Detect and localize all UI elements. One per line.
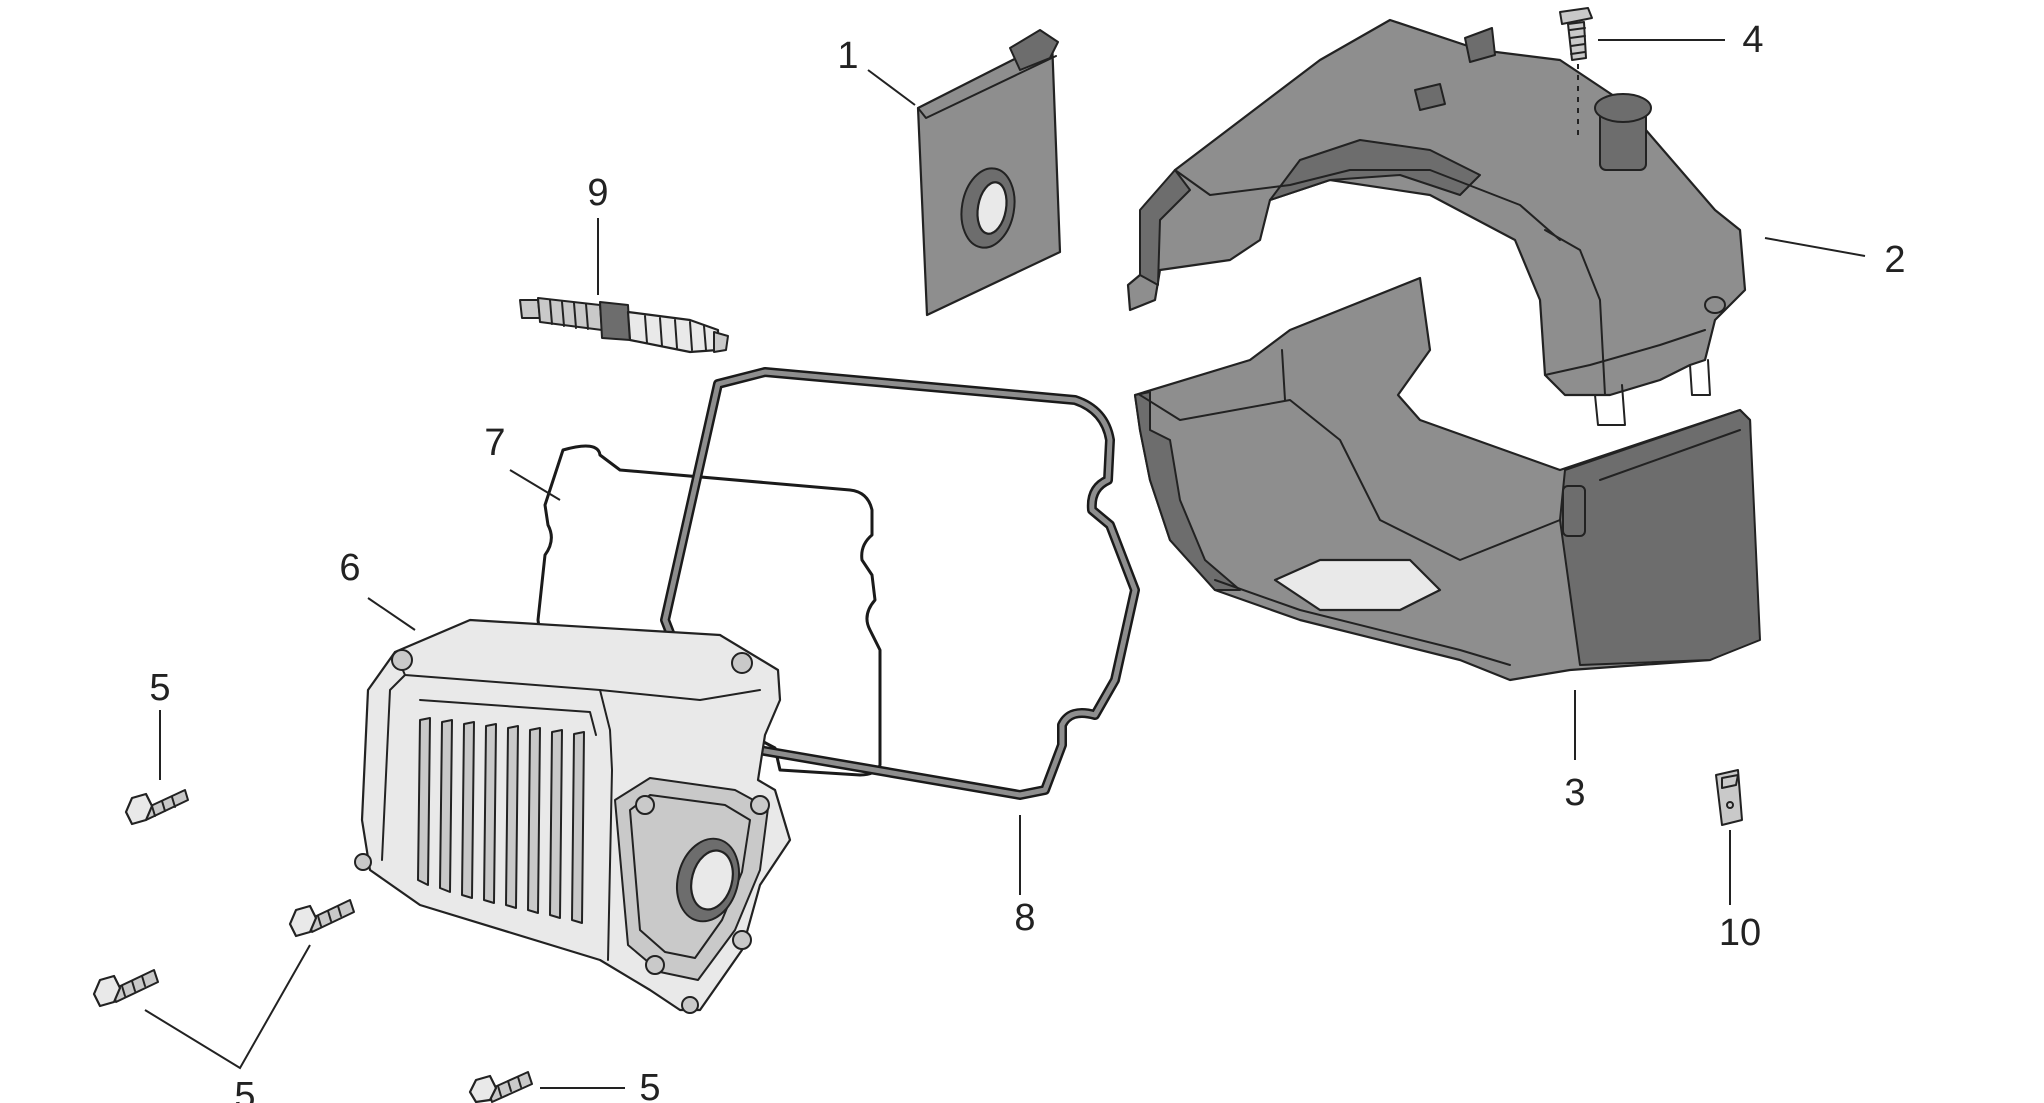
leader-7 <box>509 469 561 501</box>
callout-5b: 5 <box>234 1075 255 1103</box>
callout-7: 7 <box>484 422 505 464</box>
part-5-bolt-d <box>468 1071 533 1103</box>
callout-8: 8 <box>1014 897 1035 939</box>
part-5-bolt-b <box>288 899 355 938</box>
cooling-fins <box>417 717 585 924</box>
callout-5a: 5 <box>149 667 170 709</box>
callout-labels: 1 2 3 4 5 5 5 6 7 8 9 10 <box>149 19 1905 1103</box>
leader-lines <box>144 39 1866 1089</box>
leader-2 <box>1764 237 1866 257</box>
part-7-thin-gasket <box>536 444 882 777</box>
part-6-head-cover <box>354 618 792 1014</box>
part-9-spark-plug <box>519 297 729 354</box>
callout-4: 4 <box>1742 19 1763 61</box>
callout-5c: 5 <box>639 1067 660 1103</box>
callout-6: 6 <box>339 547 360 589</box>
part-10-clip <box>1715 769 1743 826</box>
leader-6 <box>367 597 416 631</box>
callout-1: 1 <box>837 35 858 77</box>
part-8-thick-gasket <box>660 367 1140 800</box>
part-3-lower-shroud <box>1133 276 1761 682</box>
callout-3: 3 <box>1564 772 1585 814</box>
leader-1 <box>867 69 916 106</box>
leader-5b <box>144 944 311 1070</box>
part-5-bolt-c <box>92 969 159 1008</box>
callout-2: 2 <box>1884 239 1905 281</box>
part-1-baffle-plate <box>916 29 1062 317</box>
callout-9: 9 <box>587 172 608 214</box>
part-4-screw <box>1559 7 1593 61</box>
part-2-upper-shroud <box>1126 18 1747 426</box>
callout-10: 10 <box>1719 912 1761 954</box>
part-5-bolt-a <box>124 789 189 826</box>
